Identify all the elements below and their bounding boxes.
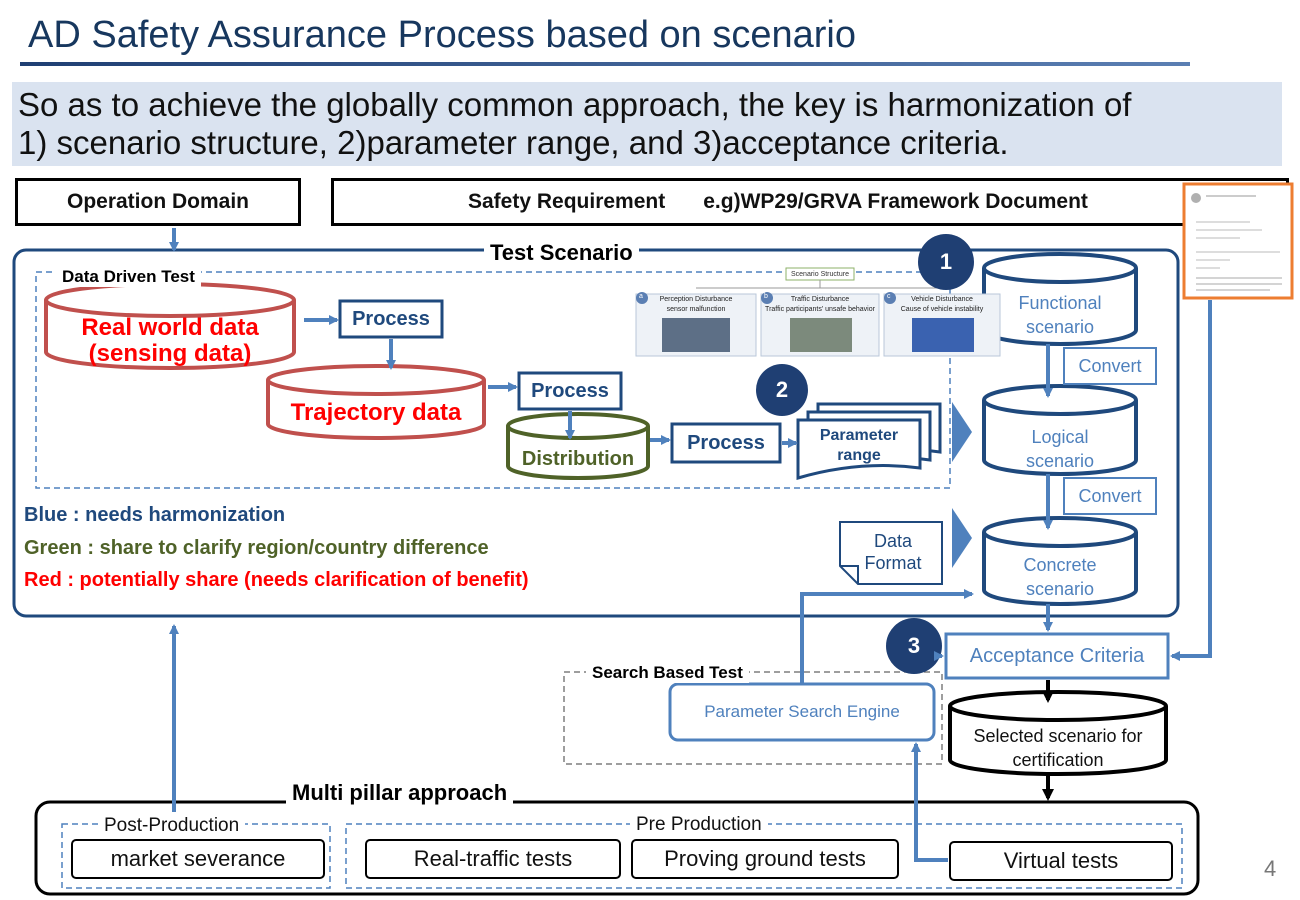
banner-line-2: 1) scenario structure, 2)parameter range… bbox=[18, 124, 1009, 161]
scenario-item-c-letter: c bbox=[887, 293, 891, 300]
functional-scenario-cylinder bbox=[982, 252, 1138, 346]
functional-scenario-label: Functional scenario bbox=[1018, 293, 1102, 337]
scenario-structure-title: Scenario Structure bbox=[791, 270, 849, 278]
badge-3-label: 3 bbox=[907, 633, 921, 658]
concrete-scenario-cylinder bbox=[982, 516, 1138, 606]
convert-box-1 bbox=[1063, 347, 1157, 385]
operation-domain-label: Operation Domain bbox=[66, 190, 250, 213]
chevron-to-logical bbox=[952, 402, 972, 462]
scenario-structure-inset bbox=[635, 267, 1001, 357]
badge-1 bbox=[918, 234, 974, 290]
scenario-structure-item-b: Traffic Disturbance Traffic participants… bbox=[765, 296, 875, 313]
safety-requirement-box: Safety Requirement e.g)WP29/GRVA Framewo… bbox=[331, 178, 1289, 226]
proving-ground-tests-label: Proving ground tests bbox=[664, 846, 866, 871]
chevron-to-concrete bbox=[952, 508, 972, 568]
parameter-range-documents bbox=[796, 402, 942, 480]
arrow-framework-to-acceptance bbox=[1170, 300, 1212, 661]
banner-line-1: So as to achieve the globally common app… bbox=[18, 86, 1132, 123]
real-world-data-label: Real world data (sensing data) bbox=[81, 314, 259, 367]
process-label-2: Process bbox=[531, 379, 609, 402]
multi-pillar-title: Multi pillar approach bbox=[286, 780, 514, 806]
market-severance-label: market severance bbox=[110, 846, 286, 871]
search-based-test-label: Search Based Test bbox=[586, 663, 749, 683]
badge-3 bbox=[886, 618, 942, 674]
framework-document-thumbnail bbox=[1182, 182, 1294, 300]
process-box-3 bbox=[670, 422, 782, 464]
parameter-range-label: Parameter range bbox=[819, 427, 899, 464]
page-number: 4 bbox=[1264, 856, 1277, 881]
data-format-document bbox=[839, 521, 943, 585]
process-label-3: Process bbox=[687, 431, 765, 454]
post-production-label: Post-Production bbox=[98, 815, 246, 837]
convert-label-1: Convert bbox=[1078, 355, 1142, 376]
trajectory-data-cylinder bbox=[266, 364, 486, 440]
parameter-search-engine-label: Parameter Search Engine bbox=[704, 702, 900, 721]
key-message-banner: So as to achieve the globally common app… bbox=[12, 82, 1282, 166]
acceptance-criteria-label: Acceptance Criteria bbox=[969, 644, 1145, 667]
process-label-1: Process bbox=[352, 307, 430, 330]
virtual-tests-box bbox=[949, 841, 1173, 881]
arrow-virtual-to-engine bbox=[911, 742, 948, 862]
logical-scenario-label: Logical scenario bbox=[1025, 427, 1095, 471]
scenario-structure-item-c: Vehicle Disturbance Cause of vehicle ins… bbox=[900, 296, 984, 313]
safety-requirement-label: Safety Requirement bbox=[468, 190, 666, 213]
virtual-tests-label: Virtual tests bbox=[1003, 848, 1119, 873]
market-severance-box bbox=[71, 839, 325, 879]
safety-requirement-example: e.g)WP29/GRVA Framework Document bbox=[703, 190, 1088, 213]
data-driven-frame bbox=[35, 271, 951, 489]
arrow-engine-to-concrete bbox=[800, 589, 974, 684]
data-driven-test-label: Data Driven Test bbox=[56, 267, 201, 287]
acceptance-criteria-box bbox=[944, 632, 1170, 680]
pre-production-label: Pre Production bbox=[630, 814, 768, 836]
distribution-label: Distribution bbox=[521, 447, 635, 470]
legend-green: Green : share to clarify region/country … bbox=[24, 537, 489, 559]
badge-1-label: 1 bbox=[939, 249, 953, 274]
badge-2-label: 2 bbox=[775, 377, 789, 402]
page-title: AD Safety Assurance Process based on sce… bbox=[28, 14, 857, 56]
trajectory-data-label: Trajectory data bbox=[290, 399, 462, 426]
scenario-item-b-letter: b bbox=[764, 293, 768, 300]
test-scenario-title: Test Scenario bbox=[484, 240, 639, 266]
logical-scenario-cylinder bbox=[982, 384, 1138, 476]
badge-2 bbox=[756, 364, 808, 416]
scenario-item-a-letter: a bbox=[639, 293, 643, 300]
real-traffic-tests-box bbox=[365, 839, 621, 879]
distribution-cylinder bbox=[506, 412, 650, 480]
process-box-2 bbox=[517, 371, 623, 411]
data-format-label: Data Format bbox=[864, 531, 922, 573]
selected-scenario-label: Selected scenario for certification bbox=[973, 726, 1143, 770]
legend-blue: Blue : needs harmonization bbox=[24, 504, 286, 526]
convert-label-2: Convert bbox=[1078, 485, 1142, 506]
process-box-1 bbox=[338, 299, 444, 339]
legend-red: Red : potentially share (needs clarifica… bbox=[24, 569, 529, 591]
concrete-scenario-label: Concrete scenario bbox=[1023, 555, 1097, 599]
real-traffic-tests-label: Real-traffic tests bbox=[413, 846, 573, 871]
convert-box-2 bbox=[1063, 477, 1157, 515]
selected-scenario-cylinder bbox=[948, 690, 1168, 776]
title-underline bbox=[20, 62, 1190, 66]
search-based-frame bbox=[563, 671, 943, 765]
operation-domain-box: Operation Domain bbox=[15, 178, 301, 226]
multi-pillar-frame bbox=[34, 800, 1200, 896]
proving-ground-tests-box bbox=[631, 839, 899, 879]
scenario-structure-item-a: Perception Disturbance sensor malfunctio… bbox=[659, 296, 733, 313]
